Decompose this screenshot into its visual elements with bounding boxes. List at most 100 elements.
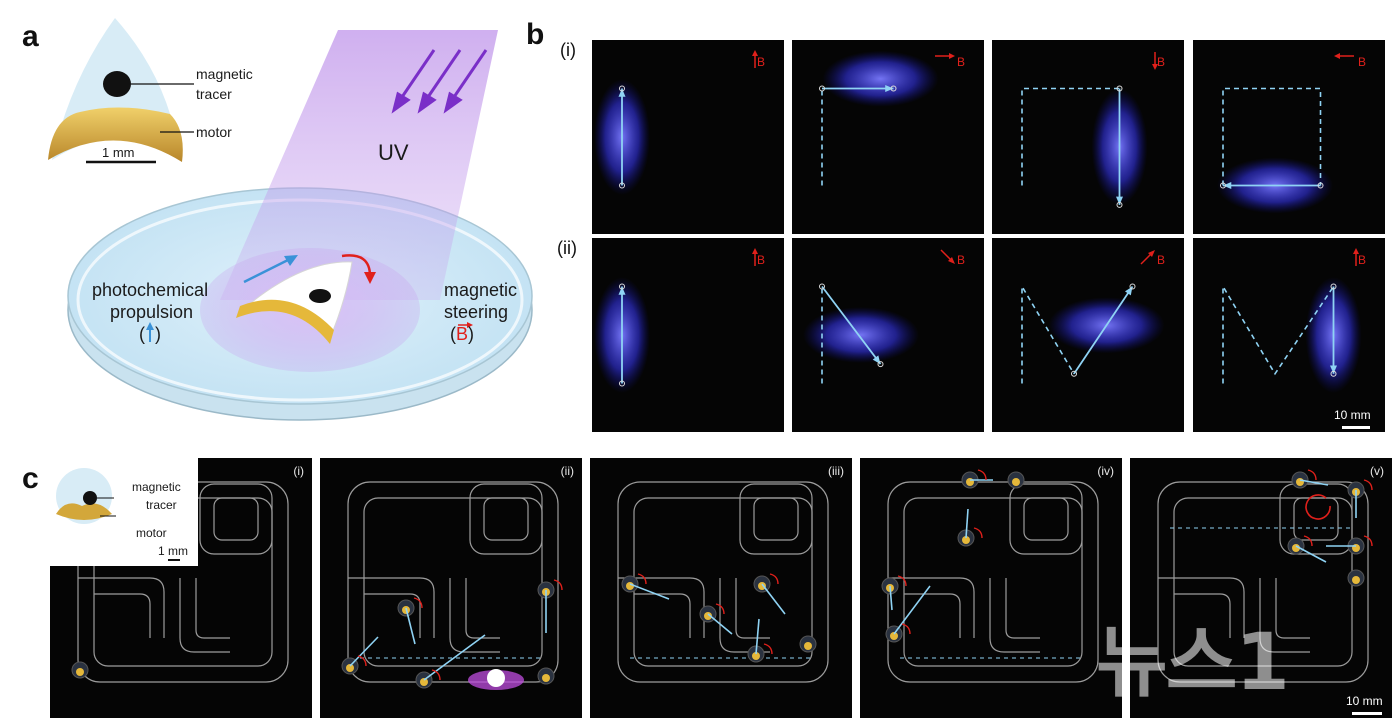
b-symbol: B [456, 324, 469, 344]
panel-c-frame-4: (iv) [860, 458, 1122, 718]
panel-b-scale-bar [1342, 426, 1370, 429]
panel-b-frame-2-2: B [792, 238, 984, 432]
panel-b-row-i-label: (i) [560, 40, 576, 60]
field-direction-icon [935, 53, 955, 59]
panel-c-scale-bar [1352, 712, 1382, 715]
propulsion-symbol: ( ) [139, 324, 161, 344]
panel-a-letter: a [22, 20, 39, 53]
steering-arrow [357, 655, 367, 667]
steering-arrow [553, 579, 563, 591]
steering-arrow [1363, 479, 1373, 491]
field-direction-icon [1353, 248, 1359, 266]
maze-channels [887, 481, 1099, 683]
motion-arrow [349, 636, 379, 667]
panel-c-sub-label-4: (iv) [1097, 464, 1114, 478]
b-field-label: B [757, 253, 765, 267]
field-direction-icon [940, 249, 955, 264]
field-direction-icon [1334, 53, 1354, 59]
panel-c-frame-5: (v) [1130, 458, 1392, 718]
panel-c-sub-label-2: (ii) [560, 464, 574, 478]
panel-b-frame-2-1: B [592, 238, 784, 432]
panel-b-row-ii-label: (ii) [557, 238, 577, 258]
trajectory-dash [1222, 283, 1335, 384]
steering-arrow [769, 573, 779, 585]
motion-arrow [821, 285, 882, 365]
motion-arrow [405, 607, 416, 645]
steering-arrow [1307, 469, 1317, 481]
motion-arrow [1073, 285, 1134, 375]
panel-b-frame-2-3: B [992, 238, 1184, 432]
panel-a-illustration [48, 18, 533, 421]
motion-arrow [423, 634, 486, 681]
rotation-arrow [1305, 494, 1331, 520]
maze-channels [1157, 481, 1369, 683]
inset-motor-label: motor [196, 124, 232, 140]
motion-arrow [1299, 479, 1329, 486]
b-field-label: B [1358, 253, 1366, 267]
panel-b-frame-1-4: B [1193, 40, 1385, 234]
steering-arrow [763, 643, 773, 655]
panel-b-frame-1-2: B [792, 40, 984, 234]
steering-symbol: (B) [450, 324, 475, 344]
steering-arrow [1303, 535, 1313, 547]
panel-c-frame-3: (iii) [590, 458, 852, 718]
panel-c-inset-drawing [56, 468, 180, 561]
c-inset-scale: 1 mm [158, 544, 188, 558]
trajectory-dash [1021, 283, 1075, 384]
panel-c-letter: c [22, 462, 39, 495]
field-direction-icon [1152, 52, 1158, 70]
motion-arrow [755, 618, 760, 655]
motion-arrow [1295, 545, 1327, 563]
panel-c-inset: magnetic tracer motor 1 mm [50, 458, 198, 566]
panel-b-frame-1-3: B [992, 40, 1184, 234]
panel-c-sub-label-3: (iii) [828, 464, 844, 478]
propulsion-arrow [243, 256, 293, 284]
steering-arrow [637, 573, 647, 585]
panel-c-sub-label-5: (v) [1370, 464, 1384, 478]
b-field-label: B [1157, 55, 1165, 69]
motion-arrow [893, 585, 931, 635]
steering-arrow [715, 603, 725, 615]
steering-arrow [977, 469, 987, 481]
motor-glow [803, 307, 919, 363]
uv-arrows-icon [391, 49, 488, 114]
inset-motor-gold [48, 107, 183, 162]
panel-c-sub-label-1: (i) [293, 464, 304, 478]
motion-arrow [707, 613, 733, 635]
c-inset-motor: motor [136, 526, 167, 540]
steering-arrow [897, 575, 907, 587]
inset-scale-label: 1 mm [102, 145, 135, 160]
steering-arrow [413, 597, 423, 609]
motion-arrow [629, 583, 670, 600]
panel-c-frame-2: (ii) [320, 458, 582, 718]
b-field-label: B [957, 253, 965, 267]
steering-arrow [901, 623, 911, 635]
panel-b-scale-label: 10 mm [1334, 408, 1371, 422]
motion-arrow [889, 585, 893, 611]
c-inset-tracer-1: magnetic [132, 480, 181, 494]
motion-arrow [965, 508, 969, 539]
field-direction-icon [752, 50, 758, 68]
panel-c-scale-label: 10 mm [1346, 694, 1383, 708]
field-direction-icon [1140, 250, 1155, 265]
inset-tracer-label-2: tracer [196, 86, 232, 102]
inset-tracer-dot [103, 71, 131, 97]
inset-tracer-label-1: magnetic [196, 66, 253, 82]
panel-b-frame-2-4: B [1193, 238, 1385, 432]
panel-b-letter: b [526, 18, 545, 51]
b-field-label: B [1358, 55, 1366, 69]
panel-b-frame-1-1: B [592, 40, 784, 234]
b-field-label: B [957, 55, 965, 69]
trajectory-dash [1222, 87, 1322, 186]
uv-label: UV [378, 140, 409, 165]
field-direction-icon [752, 248, 758, 266]
maze-channels [617, 481, 829, 683]
watermark: 뉴스1 [1096, 618, 1290, 708]
steering-arrow [1363, 535, 1373, 547]
steering-label-1: magnetic [444, 280, 518, 300]
b-field-label: B [757, 55, 765, 69]
motion-arrow [761, 583, 786, 615]
b-field-label: B [1157, 253, 1165, 267]
steering-arrow [973, 527, 983, 539]
propulsion-label-1: photochemical [92, 280, 209, 300]
